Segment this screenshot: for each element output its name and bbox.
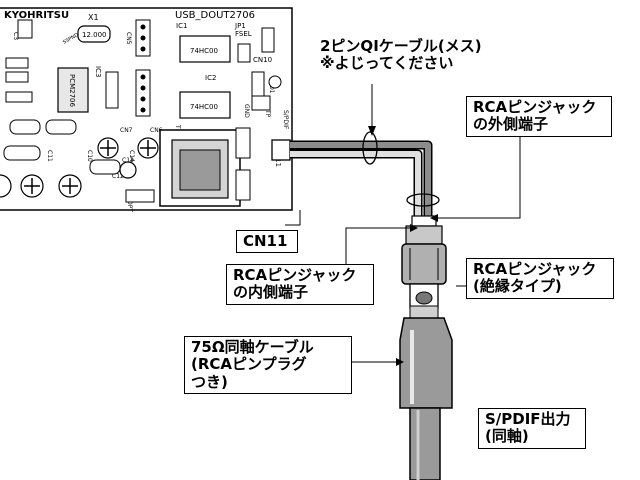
label-cn10: CN10 <box>253 56 272 64</box>
rca-jack-callout: RCAピンジャック (絶縁タイプ) <box>466 258 614 299</box>
rca-inner-callout: RCAピンジャック の内側端子 <box>226 264 374 305</box>
label-gnd: GND <box>243 104 250 118</box>
label-c12: C12 <box>112 173 124 180</box>
label-ic2: IC2 <box>205 74 216 82</box>
label-t1: T1 <box>174 124 181 133</box>
coax-cable-callout: 75Ω同軸ケーブル (RCAピンプラグ つき) <box>184 336 352 394</box>
cn11-text: CN11 <box>243 232 288 250</box>
label-c13: C13 <box>122 157 134 164</box>
rca-plug-cable <box>399 305 453 480</box>
qi-cable <box>290 131 440 218</box>
label-tp: TP <box>264 109 271 118</box>
coax-line1: 75Ω同軸ケーブル <box>191 338 314 356</box>
ic1-label: 74HC00 <box>190 47 218 55</box>
chip-pcm2706: PCM2706 <box>68 74 76 108</box>
label-x1: X1 <box>88 13 99 22</box>
spdif-line1: S/PDIF出力 <box>485 410 571 428</box>
rca-outer-line2: の外側端子 <box>473 115 549 134</box>
spdif-out-callout: S/PDIF出力 (同軸) <box>478 408 586 449</box>
rca-inner-line1: RCAピンジャック <box>233 266 357 284</box>
rca-outer-callout: RCAピンジャック の外側端子 <box>466 96 612 137</box>
qi-cable-label: 2ピンQIケーブル(メス) ※よじってください <box>320 37 482 73</box>
arrowheads <box>368 126 438 366</box>
label-spdif: S/PDIF <box>282 110 289 130</box>
ic2-label: 74HC00 <box>190 103 218 111</box>
qi-cable-line1: 2ピンQIケーブル(メス) <box>320 37 482 55</box>
label-fsel: FSEL <box>235 30 252 38</box>
board-maker: KYOHRITSU <box>4 10 69 21</box>
rca-jack-line1: RCAピンジャック <box>473 260 597 278</box>
rca-jack <box>401 215 447 309</box>
label-c14: C14 <box>128 150 135 162</box>
label-cn5: CN5 <box>125 32 132 45</box>
label-c10: C10 <box>86 150 93 162</box>
coax-line3: つき) <box>191 372 228 391</box>
coax-line2: (RCAピンプラグ <box>191 355 307 374</box>
leader-lines <box>285 84 521 363</box>
rca-inner-line2: の内側端子 <box>233 283 309 302</box>
label-ic1: IC1 <box>176 22 187 30</box>
pcb-board: KYOHRITSU USB_DOUT2706 X1 IC1 JP1 FSEL I… <box>0 7 293 212</box>
rca-outer-line1: RCAピンジャック <box>473 98 597 116</box>
cn11-callout: CN11 <box>236 230 298 254</box>
label-c3: C3 <box>12 32 19 40</box>
label-c11: C11 <box>46 150 53 162</box>
crystal-label: 12.000 <box>82 31 107 39</box>
label-opt: OPT <box>126 200 133 212</box>
spdif-line2: (同軸) <box>485 427 529 446</box>
label-cn6: CN6 <box>150 127 163 134</box>
label-jp1: JP1 <box>234 22 246 30</box>
board-model: USB_DOUT2706 <box>175 10 255 21</box>
qi-cable-line2: ※よじってください <box>320 54 454 73</box>
label-cn7: CN7 <box>120 127 133 134</box>
label-ic3: IC3 <box>94 66 102 77</box>
rca-jack-line2: (絶縁タイプ) <box>473 277 562 296</box>
